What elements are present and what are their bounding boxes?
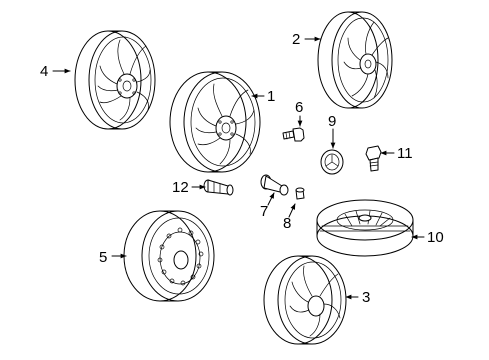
callout-6: 6	[295, 99, 303, 116]
callout-12: 12	[172, 179, 189, 196]
wheel-4[interactable]	[74, 30, 156, 130]
wheel-3[interactable]	[263, 255, 347, 345]
callout-4: 4	[40, 63, 48, 80]
wheel-2[interactable]	[317, 11, 393, 109]
callout-2: 2	[292, 31, 300, 48]
callout-7: 7	[260, 203, 268, 220]
callout-11: 11	[397, 145, 413, 162]
lug-bolt-6[interactable]	[282, 127, 305, 142]
callout-10: 10	[427, 229, 444, 246]
wheel-5[interactable]	[123, 210, 215, 302]
callout-5: 5	[99, 249, 107, 266]
callout-8: 8	[283, 215, 291, 232]
spare-tire-10[interactable]	[316, 199, 414, 257]
lock-bolt-11[interactable]	[365, 145, 382, 172]
tpms-valve-12[interactable]	[203, 179, 234, 196]
callout-1: 1	[267, 88, 275, 105]
center-cap-9[interactable]	[320, 149, 344, 175]
callout-3: 3	[362, 289, 370, 306]
valve-cap-8[interactable]	[295, 187, 305, 200]
valve-stem-7[interactable]	[260, 174, 289, 196]
leader-lines	[52, 36, 425, 300]
wheel-1[interactable]	[169, 71, 261, 173]
callout-9: 9	[328, 113, 336, 130]
